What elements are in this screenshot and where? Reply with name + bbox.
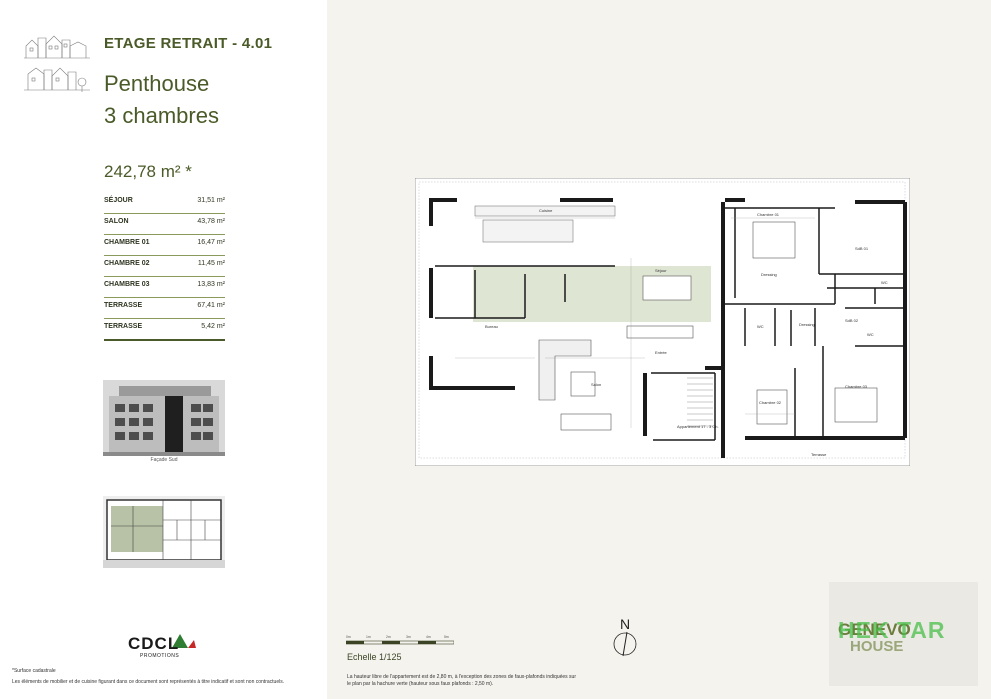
- room-row: CHAMBRE 02 11,45 m²: [104, 256, 225, 277]
- brand-badge: [829, 582, 978, 686]
- room-area: 16,47 m²: [197, 239, 225, 246]
- room-area: 11,45 m²: [197, 260, 225, 267]
- building-overview-plan: [103, 496, 225, 568]
- room-row: CHAMBRE 03 13,83 m²: [104, 277, 225, 298]
- room-area: 43,78 m²: [197, 218, 225, 225]
- room-row: TERRASSE 67,41 m²: [104, 298, 225, 319]
- brand-line-1: GENEVO: [838, 620, 911, 639]
- subtitle-line-2: 3 chambres: [104, 103, 219, 128]
- floor-plan: Cuisine Séjour Salon Bureau Entrée Chamb…: [415, 178, 910, 466]
- label-dressing-2: Dressing: [799, 322, 815, 327]
- label-chambre03: Chambre 03: [845, 384, 868, 389]
- label-chambre01: Chambre 01: [757, 212, 780, 217]
- sidebar-panel: ETAGE RETRAIT - 4.01 Penthouse 3 chambre…: [0, 0, 327, 699]
- room-name: CHAMBRE 02: [104, 260, 150, 267]
- total-area: 242,78 m² *: [104, 162, 192, 181]
- north-letter: N: [620, 616, 631, 632]
- label-sdb01: SdB 01: [855, 246, 869, 251]
- disclaimer-note: Les éléments de mobilier et de cuisine f…: [12, 679, 285, 685]
- room-name: TERRASSE: [104, 302, 143, 309]
- label-cuisine: Cuisine: [539, 208, 553, 213]
- ceiling-height-note: La hauteur libre de l'appartement est de…: [347, 674, 576, 687]
- scale-tick: 1m: [366, 635, 371, 639]
- label-appartement: Appartement 17 - 3 Ch.: [677, 424, 719, 429]
- label-terrasse: Terrasse: [811, 452, 827, 457]
- page-title: ETAGE RETRAIT - 4.01: [104, 35, 273, 52]
- label-wc-3: WC: [867, 332, 874, 337]
- label-dressing-1: Dressing: [761, 272, 777, 277]
- room-area: 5,42 m²: [201, 323, 225, 330]
- room-name: TERRASSE: [104, 323, 143, 330]
- label-sdb02: SdB 02: [845, 318, 859, 323]
- room-name: SALON: [104, 218, 129, 225]
- room-name: SÉJOUR: [104, 197, 133, 204]
- room-row: TERRASSE 5,42 m²: [104, 319, 225, 341]
- room-row: CHAMBRE 01 16,47 m²: [104, 235, 225, 256]
- scale-tick: 3m: [406, 635, 411, 639]
- label-sejour: Séjour: [655, 268, 667, 273]
- north-arrow-icon: [613, 631, 637, 657]
- scale-bar: 0m 1m 2m 3m 4m 5m: [346, 635, 454, 645]
- room-area: 31,51 m²: [197, 197, 225, 204]
- scale-tick: 5m: [444, 635, 449, 639]
- label-salon: Salon: [591, 382, 601, 387]
- scale-tick: 0m: [346, 635, 351, 639]
- facade-caption: Façade Sud: [150, 457, 178, 463]
- label-wc-2: WC: [881, 280, 888, 285]
- room-row: SALON 43,78 m²: [104, 214, 225, 235]
- logo-name: CDCL: [128, 634, 180, 653]
- brand-watermark: HEK TAR: [838, 617, 946, 643]
- logo-subtitle: PROMOTIONS: [140, 653, 180, 659]
- subtitle-line-1: Penthouse: [104, 71, 210, 96]
- label-wc-1: WC: [757, 324, 764, 329]
- room-area: 13,83 m²: [197, 281, 225, 288]
- label-chambre02: Chambre 02: [759, 400, 782, 405]
- apartment-type: Penthouse 3 chambres: [104, 68, 219, 132]
- scale-tick: 4m: [426, 635, 431, 639]
- room-row: SÉJOUR 31,51 m²: [104, 193, 225, 214]
- facade-image: [103, 380, 225, 456]
- label-bureau: Bureau: [485, 324, 498, 329]
- label-entree: Entrée: [655, 350, 668, 355]
- room-name: CHAMBRE 03: [104, 281, 150, 288]
- cdcl-logo-icon: [172, 634, 196, 648]
- rooms-table: SÉJOUR 31,51 m² SALON 43,78 m² CHAMBRE 01 1…: [104, 193, 225, 341]
- brand-line-2: HOUSE: [850, 638, 904, 655]
- scale-tick: 2m: [386, 635, 391, 639]
- scale-label: Echelle 1/125: [347, 652, 402, 662]
- room-area: 67,41 m²: [197, 302, 225, 309]
- room-name: CHAMBRE 01: [104, 239, 150, 246]
- city-sketch-icon: [24, 35, 90, 92]
- surface-note: *Surface cadastrale: [12, 668, 56, 674]
